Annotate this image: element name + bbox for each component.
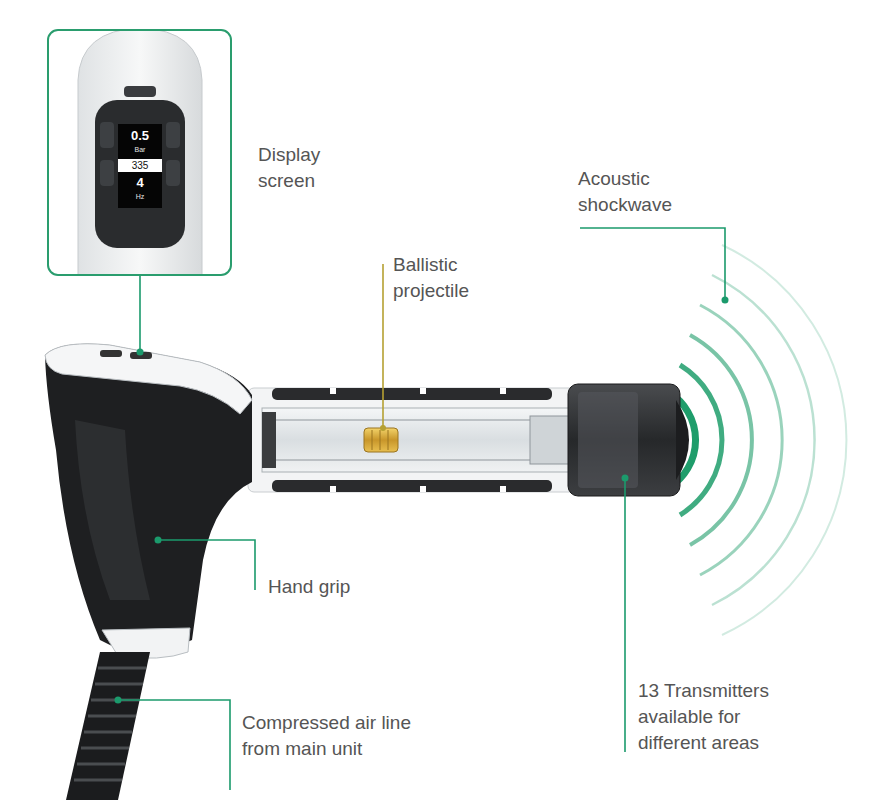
screen-value: 4: [118, 175, 162, 190]
callout-label: Acoustic shockwave: [578, 166, 702, 218]
callout-label: Display screen: [258, 142, 370, 194]
screen-count: 335: [118, 159, 162, 172]
ballistic-projectile: [364, 428, 398, 452]
leader-lines: [118, 228, 725, 790]
air-line-cable: [66, 652, 150, 800]
callout-label: 13 Transmitters available for different …: [638, 678, 803, 756]
shockwave-arcs: [670, 245, 846, 635]
callout-label: Ballistic projectile: [393, 252, 505, 304]
hand-grip: [45, 344, 252, 659]
display-inset: [48, 28, 231, 275]
screen-value: 0.5: [118, 128, 162, 143]
screen-unit: Bar: [118, 145, 162, 154]
transmitter-head: [568, 384, 689, 496]
callout-label: Hand grip: [268, 574, 408, 600]
screen-unit: Hz: [118, 192, 162, 201]
callout-label: Compressed air line from main unit: [242, 710, 438, 762]
applicator-tube: [248, 388, 578, 492]
leader-dots: [115, 297, 729, 704]
